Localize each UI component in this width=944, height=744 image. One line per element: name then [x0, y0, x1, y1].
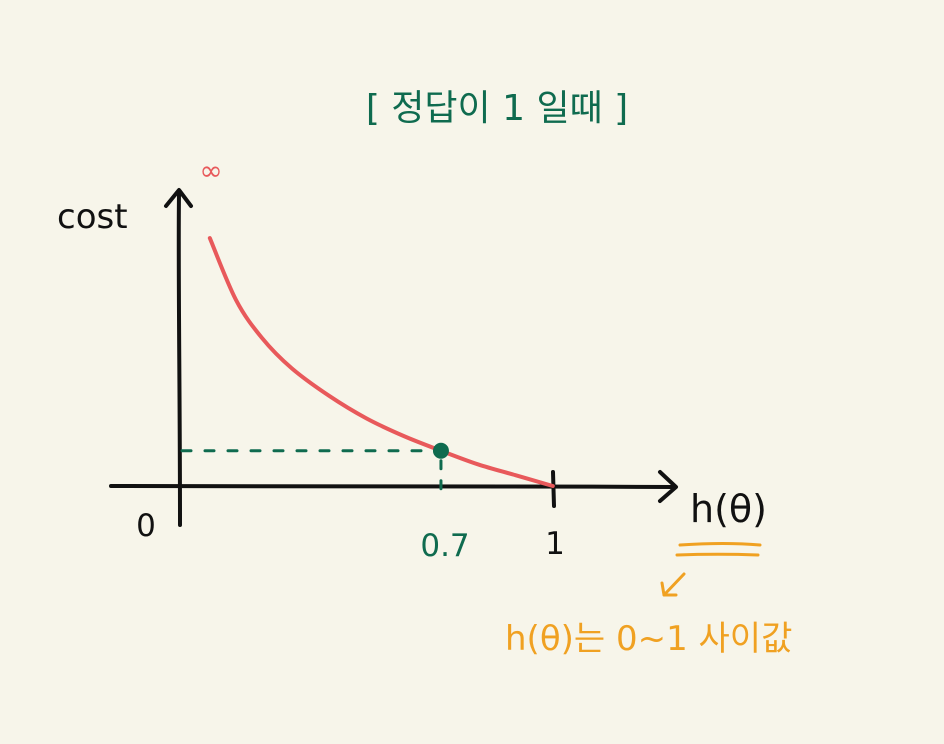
annotation-arrow [660, 572, 686, 597]
x-axis-label: h(θ) [690, 487, 767, 531]
y-axis [176, 192, 182, 527]
annotation-underline-bottom [675, 552, 760, 557]
annotation-underline-top [678, 542, 762, 547]
y-axis-arrowhead [164, 188, 193, 208]
origin-label: 0 [136, 508, 156, 544]
series-layer [207, 236, 555, 488]
chart-title: [ 정답이 1 일때 ] [366, 88, 628, 129]
annotation-text: h(θ)는 0~1 사이값 [505, 619, 792, 659]
x-tick-label-0: 0.7 [420, 528, 469, 564]
x-tick-1 [551, 470, 556, 508]
top-label: ∞ [199, 154, 222, 187]
label-layer: [ 정답이 1 일때 ] cost ∞ 0 h(θ) 0.7 1 h(θ)는 0… [57, 88, 792, 659]
x-axis [109, 484, 676, 489]
cost-curve [207, 236, 555, 488]
y-axis-label: cost [57, 197, 128, 237]
highlight-point [432, 442, 449, 459]
x-tick-label-1: 1 [545, 526, 565, 562]
guides [180, 449, 443, 500]
x-axis-arrowhead [658, 470, 678, 503]
axes [109, 188, 678, 527]
